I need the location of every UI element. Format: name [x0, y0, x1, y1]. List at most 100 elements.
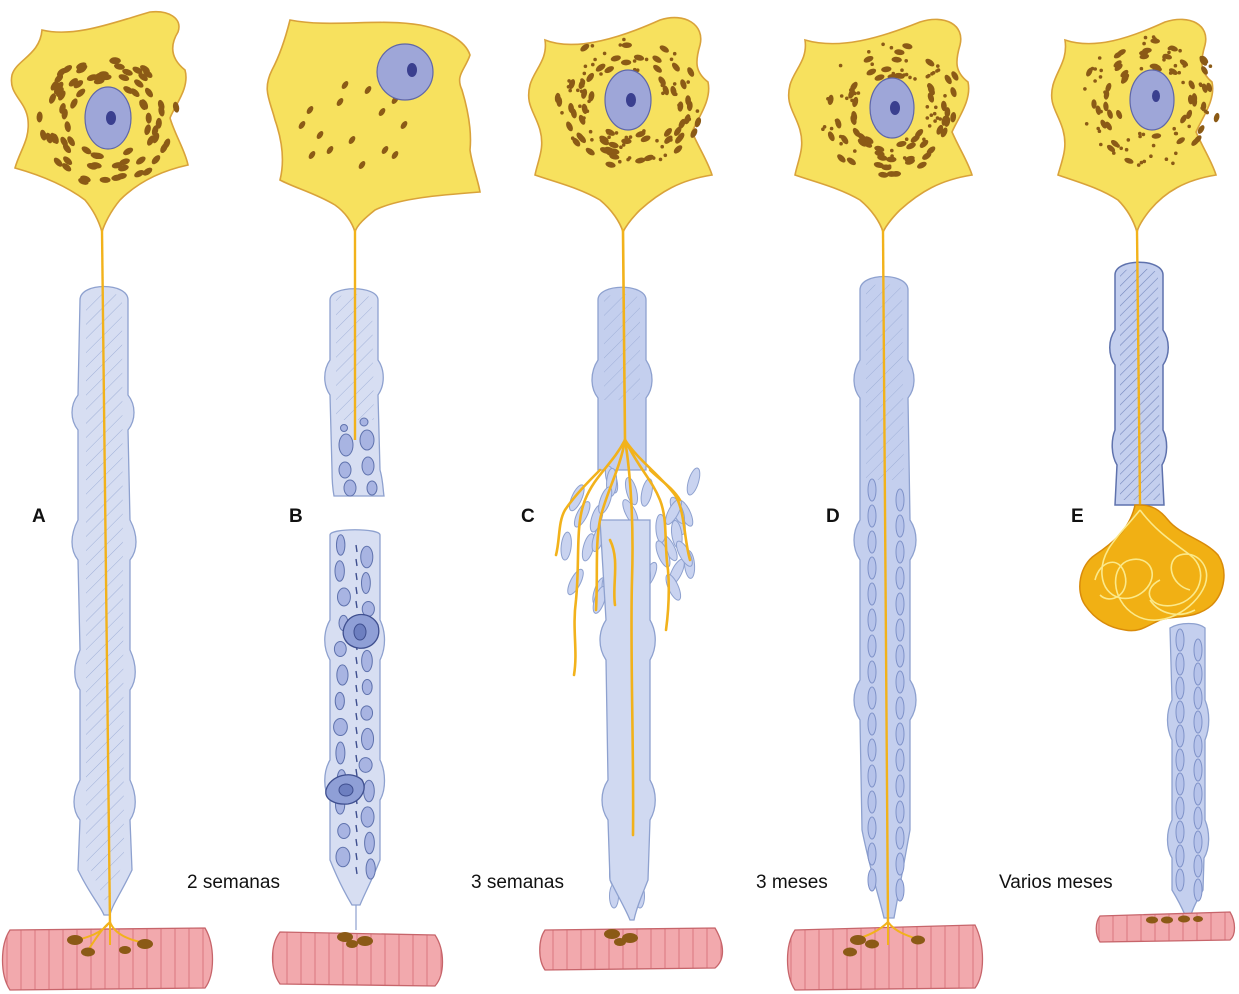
schwann-nucleus — [896, 749, 904, 771]
debris — [365, 832, 375, 854]
debris — [356, 601, 357, 608]
granule — [696, 109, 700, 113]
debris — [336, 742, 345, 764]
debris — [356, 559, 357, 566]
granule — [584, 65, 588, 69]
debris — [356, 657, 357, 664]
muscle-fiber — [540, 928, 723, 970]
granule — [619, 145, 623, 149]
debris — [337, 665, 348, 685]
granule — [872, 70, 876, 74]
granule — [830, 127, 834, 131]
schwann-nucleus — [1176, 749, 1184, 771]
myelin-hatching — [86, 293, 124, 906]
granule — [1099, 110, 1103, 114]
schwann-nucleus — [1176, 677, 1184, 699]
schwann-nucleus — [868, 687, 876, 709]
granule — [890, 46, 894, 50]
granule — [1174, 64, 1178, 68]
debris — [356, 727, 357, 734]
schwann-nucleus — [1176, 773, 1184, 795]
granule — [1205, 111, 1209, 115]
granule — [1140, 67, 1144, 71]
granule — [943, 94, 947, 98]
granule — [821, 127, 825, 131]
granule — [938, 117, 942, 121]
granule — [1093, 67, 1097, 71]
schwann-nucleus — [1176, 653, 1184, 675]
debris — [356, 545, 357, 552]
granule — [1167, 51, 1171, 55]
granule — [659, 158, 663, 162]
granule — [1099, 143, 1103, 147]
granule — [926, 116, 930, 120]
granule — [839, 142, 843, 146]
time-label-d: 3 meses — [756, 872, 828, 894]
panel-d — [788, 19, 983, 990]
schwann-nucleus — [868, 817, 876, 839]
schwann-nucleus — [868, 869, 876, 891]
granule — [1144, 36, 1148, 40]
granule — [590, 138, 594, 142]
debris — [362, 728, 374, 749]
granule — [1168, 47, 1172, 51]
granule — [1143, 160, 1147, 164]
schwann-nucleus — [896, 697, 904, 719]
debris — [338, 824, 350, 839]
granule — [840, 94, 844, 98]
schwann-nucleus — [1194, 807, 1202, 829]
debris — [361, 807, 374, 827]
granule — [932, 71, 936, 75]
granule — [926, 105, 930, 109]
granule — [567, 79, 571, 83]
schwann-nucleus — [1176, 725, 1184, 747]
granule — [853, 92, 857, 96]
granule — [870, 62, 874, 66]
macrophage — [343, 614, 379, 648]
granule — [867, 50, 871, 54]
granule — [576, 89, 580, 93]
schwann-nucleus — [896, 619, 904, 641]
schwann-nucleus — [868, 791, 876, 813]
granule — [1181, 81, 1185, 85]
schwann-nucleus — [1194, 711, 1202, 733]
schwann-cell — [639, 478, 655, 507]
granule — [586, 109, 590, 113]
granule — [1127, 138, 1131, 142]
time-label-e: Varios meses — [999, 872, 1113, 894]
schwann-nucleus — [868, 479, 876, 501]
debris — [362, 679, 372, 694]
granule — [1098, 129, 1102, 133]
distal-schwann-column — [600, 520, 655, 920]
debris — [356, 713, 357, 720]
debris — [356, 755, 357, 762]
panel-b — [267, 20, 480, 986]
debris — [356, 699, 357, 706]
nucleus — [1130, 70, 1174, 130]
debris — [334, 641, 346, 656]
granule — [1085, 122, 1089, 126]
schwann-nucleus — [1176, 821, 1184, 843]
schwann-nucleus — [868, 661, 876, 683]
granule — [900, 68, 904, 72]
schwann-nucleus — [896, 801, 904, 823]
granule — [853, 149, 857, 153]
granule — [1092, 102, 1096, 106]
granule — [1152, 144, 1156, 148]
debris — [336, 535, 344, 555]
granule — [933, 112, 937, 116]
granule — [1098, 56, 1102, 60]
granule — [560, 111, 564, 115]
schwann-nucleus — [1176, 629, 1184, 651]
debris — [359, 758, 372, 773]
schwann-nucleus — [1176, 869, 1184, 891]
granule — [930, 113, 934, 117]
schwann-nucleus — [868, 635, 876, 657]
schwann-nucleus — [896, 671, 904, 693]
schwann-nucleus — [896, 853, 904, 875]
granule — [580, 78, 584, 82]
schwann-nucleus — [896, 645, 904, 667]
nucleolus — [407, 63, 417, 77]
granule — [904, 59, 908, 63]
